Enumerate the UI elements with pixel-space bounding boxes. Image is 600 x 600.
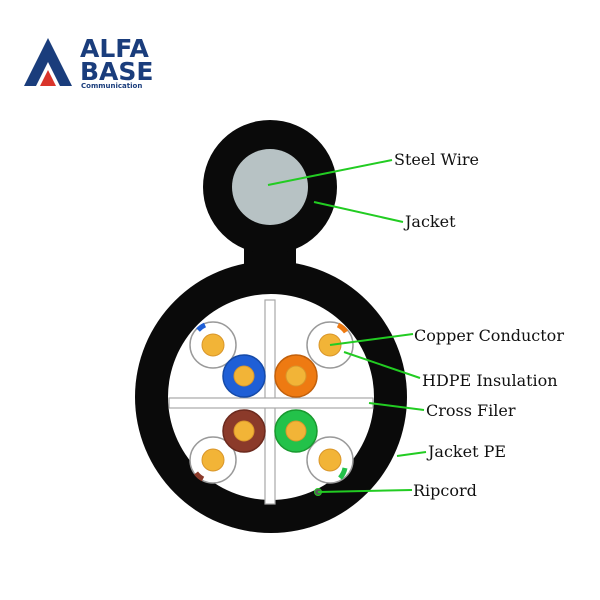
- component-labels: Steel Wire Jacket Copper Conductor HDPE …: [394, 150, 564, 500]
- label-jacket: Jacket: [403, 212, 456, 231]
- main-cable: [135, 261, 407, 533]
- label-hdpe-insulation: HDPE Insulation: [422, 371, 558, 390]
- conductor-orange: [274, 354, 318, 398]
- leader-lines: [267, 159, 427, 493]
- leader-cross-filer: [368, 402, 425, 411]
- label-jacket-pe: Jacket PE: [426, 442, 506, 461]
- logo-mark-icon: [24, 38, 72, 86]
- conductor-bottom-right: [306, 436, 354, 484]
- leader-jacket-pe: [396, 451, 427, 457]
- logo-line-2: BASE: [80, 57, 154, 86]
- leader-hdpe-insulation: [343, 351, 421, 379]
- leader-jacket: [313, 201, 404, 223]
- logo-tagline: Communication: [81, 82, 142, 90]
- conductor-blue: [222, 354, 266, 398]
- conductor-brown: [222, 409, 266, 453]
- label-steel-wire: Steel Wire: [394, 150, 479, 169]
- steel-wire: [232, 149, 308, 225]
- leader-ripcord: [317, 489, 413, 493]
- label-copper-conductor: Copper Conductor: [414, 326, 564, 345]
- leader-steel-wire: [267, 159, 393, 186]
- logo-line-1: ALFA: [80, 34, 149, 63]
- conductor-green: [274, 409, 318, 453]
- label-cross-filer: Cross Filer: [426, 401, 516, 420]
- label-ripcord: Ripcord: [413, 481, 477, 500]
- alfa-base-logo: ALFA BASE Communication: [24, 34, 154, 90]
- conductor-top-left: [189, 321, 237, 369]
- conductor-bottom-left: [189, 436, 237, 484]
- leader-copper-conductor: [329, 333, 414, 346]
- messenger-section: [203, 120, 337, 282]
